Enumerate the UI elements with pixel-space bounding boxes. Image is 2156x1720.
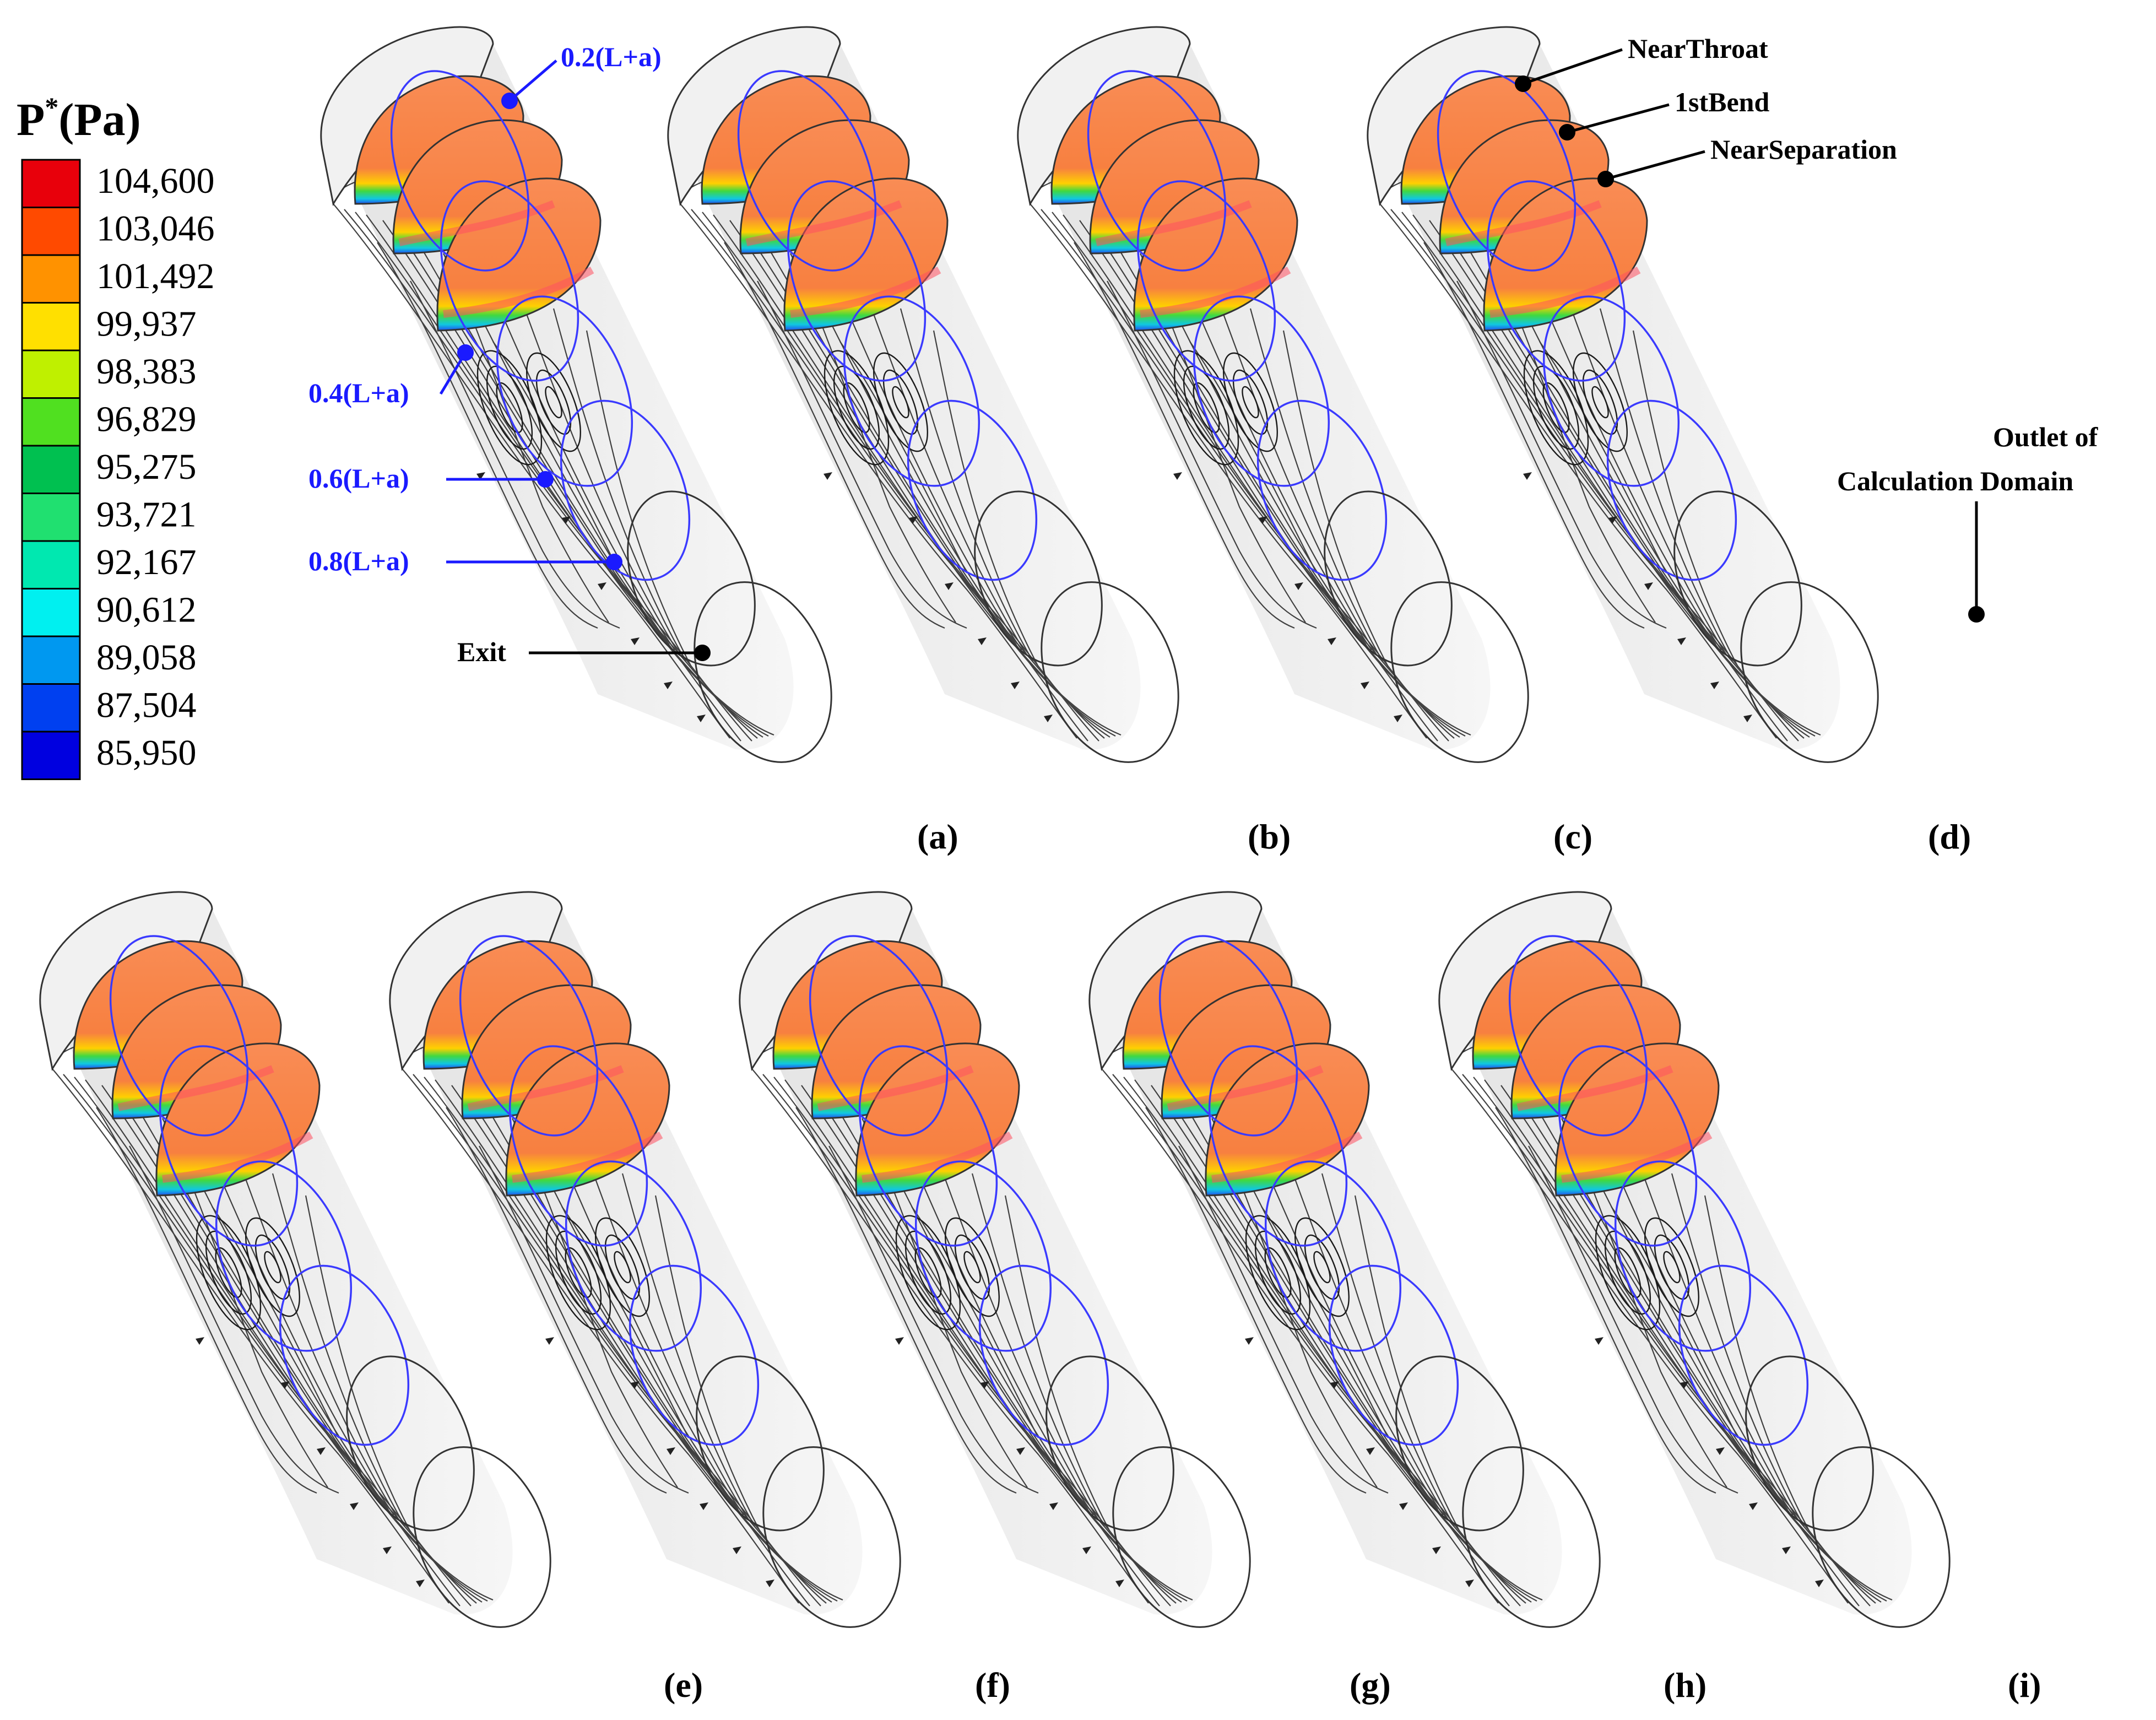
legend-swatch-7 xyxy=(21,493,81,542)
legend-tick-label-11: 87,504 xyxy=(96,685,197,726)
legend-tick-label-0: 104,600 xyxy=(96,161,215,201)
legend-tick-labels: 104,600 103,046 101,492 99,937 98,383 96,829 9… xyxy=(96,161,215,773)
panel-label-a: (a) xyxy=(917,817,958,856)
label-0-2-la: 0.2(L+a) xyxy=(561,41,662,72)
panel-label-g: (g) xyxy=(1350,1665,1391,1705)
legend-swatch-1 xyxy=(21,207,81,256)
legend-swatch-2 xyxy=(21,254,81,304)
panel-label-b: (b) xyxy=(1248,817,1291,856)
label-1st-bend: 1stBend xyxy=(1675,86,1769,117)
legend-swatch-9 xyxy=(21,588,81,637)
legend-tick-label-9: 90,612 xyxy=(96,590,197,630)
legend-swatch-6 xyxy=(21,445,81,494)
label-near-separation: NearSeparation xyxy=(1710,134,1897,165)
label-0-4-la: 0.4(L+a) xyxy=(308,377,409,408)
legend-tick-label-5: 96,829 xyxy=(96,399,197,440)
outlet-callout xyxy=(1968,501,1985,623)
panel-label-d: (d) xyxy=(1928,817,1971,856)
legend-tick-label-4: 98,383 xyxy=(96,351,197,392)
legend-title: P*(Pa) xyxy=(17,91,141,145)
legend-swatch-8 xyxy=(21,540,81,589)
legend-tick-label-12: 85,950 xyxy=(96,733,197,773)
pressure-legend: P*(Pa) 104,600 103,046 101,492 99,937 98,383… xyxy=(17,91,215,780)
label-exit: Exit xyxy=(457,636,506,667)
legend-tick-label-6: 95,275 xyxy=(96,447,197,487)
legend-colorbar xyxy=(21,159,81,780)
legend-swatch-0 xyxy=(21,159,81,208)
label-outlet-line1: Outlet of xyxy=(1993,421,2099,452)
panel-label-c: (c) xyxy=(1553,817,1592,856)
legend-swatch-3 xyxy=(21,302,81,351)
panel-label-f: (f) xyxy=(975,1665,1010,1705)
label-near-throat: NearThroat xyxy=(1628,33,1768,64)
legend-tick-label-1: 103,046 xyxy=(96,209,215,249)
plane-callouts xyxy=(1515,48,1705,187)
legend-swatch-4 xyxy=(21,349,81,399)
legend-tick-label-10: 89,058 xyxy=(96,637,197,678)
legend-tick-label-8: 92,167 xyxy=(96,542,197,582)
legend-swatch-10 xyxy=(21,635,81,685)
label-0-6-la: 0.6(L+a) xyxy=(308,463,409,494)
legend-swatch-11 xyxy=(21,683,81,733)
label-0-8-la: 0.8(L+a) xyxy=(308,545,409,576)
location-callouts xyxy=(439,60,622,570)
panel-label-h: (h) xyxy=(1664,1665,1707,1705)
panel-label-i: (i) xyxy=(2008,1665,2041,1705)
exit-callout xyxy=(529,645,711,661)
panel-label-e: (e) xyxy=(664,1665,703,1705)
legend-tick-label-3: 99,937 xyxy=(96,304,197,344)
legend-tick-label-2: 101,492 xyxy=(96,256,215,296)
label-outlet-line2: Calculation Domain xyxy=(1837,466,2073,496)
legend-swatch-12 xyxy=(21,731,81,780)
legend-swatch-5 xyxy=(21,397,81,447)
legend-tick-label-7: 93,721 xyxy=(96,495,197,535)
